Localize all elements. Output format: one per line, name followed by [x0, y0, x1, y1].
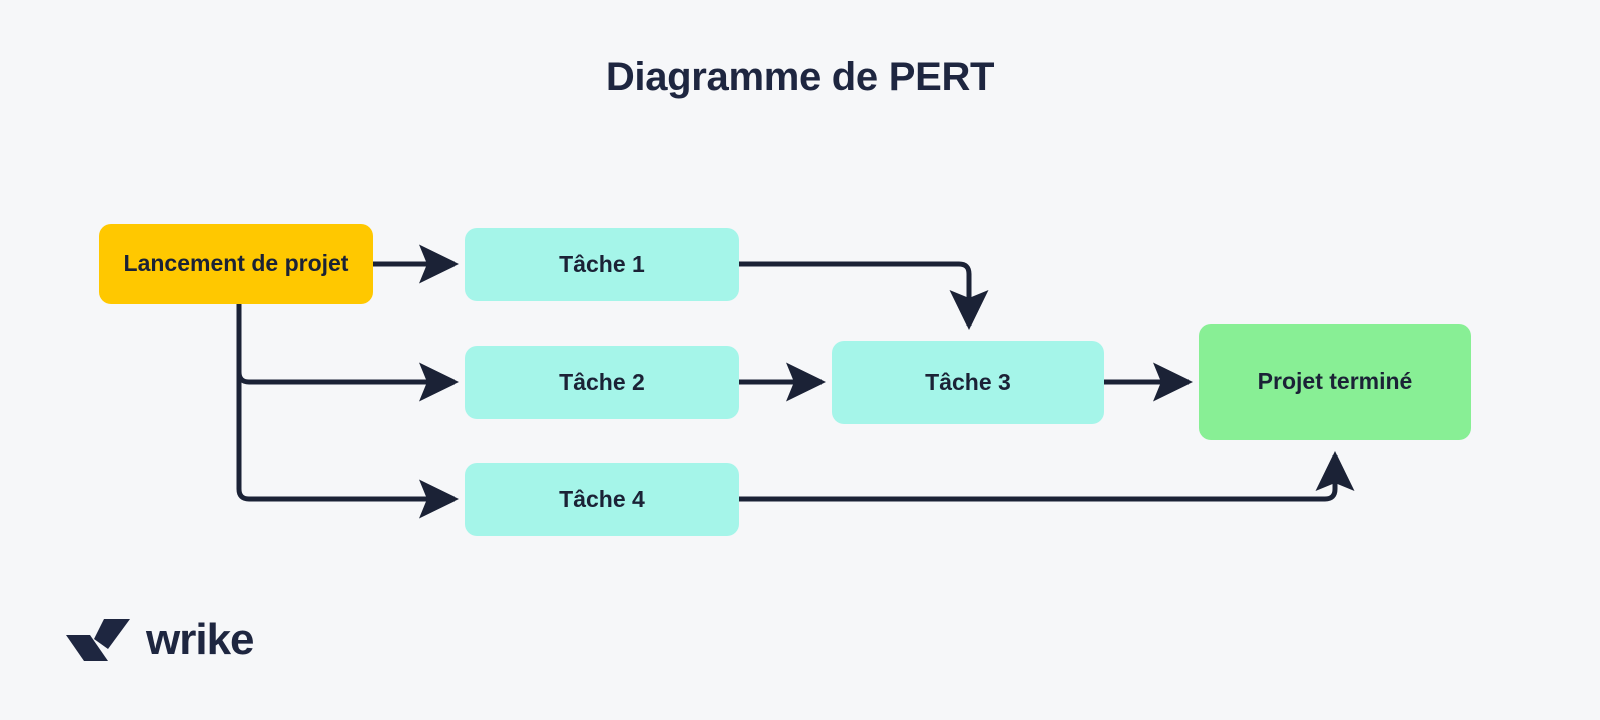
- wrike-logo[interactable]: wrike: [64, 615, 255, 664]
- node-start-label: Lancement de projet: [123, 250, 349, 277]
- node-task-4-label: Tâche 4: [559, 485, 645, 512]
- node-task-3[interactable]: Tâche 3: [832, 341, 1104, 424]
- node-task-2[interactable]: Tâche 2: [465, 346, 739, 419]
- edge-start-task2: [236, 304, 460, 402]
- node-task-4[interactable]: Tâche 4: [465, 463, 739, 536]
- node-task-2-label: Tâche 2: [559, 368, 645, 395]
- edge-task1-task3: [739, 261, 989, 331]
- node-task-3-label: Tâche 3: [925, 368, 1011, 395]
- node-finish[interactable]: Projet terminé: [1199, 324, 1471, 440]
- node-task-1-label: Tâche 1: [559, 250, 645, 277]
- node-start[interactable]: Lancement de projet: [99, 224, 373, 304]
- wrike-checkmark-logo-icon: [66, 619, 130, 661]
- edge-task4-finish: [739, 450, 1355, 502]
- edge-start-task4: [236, 304, 460, 519]
- page-title: Diagramme de PERT: [605, 55, 995, 99]
- node-task-1[interactable]: Tâche 1: [465, 228, 739, 301]
- node-finish-label: Projet terminé: [1257, 368, 1413, 395]
- wrike-wordmark: wrike: [146, 615, 255, 664]
